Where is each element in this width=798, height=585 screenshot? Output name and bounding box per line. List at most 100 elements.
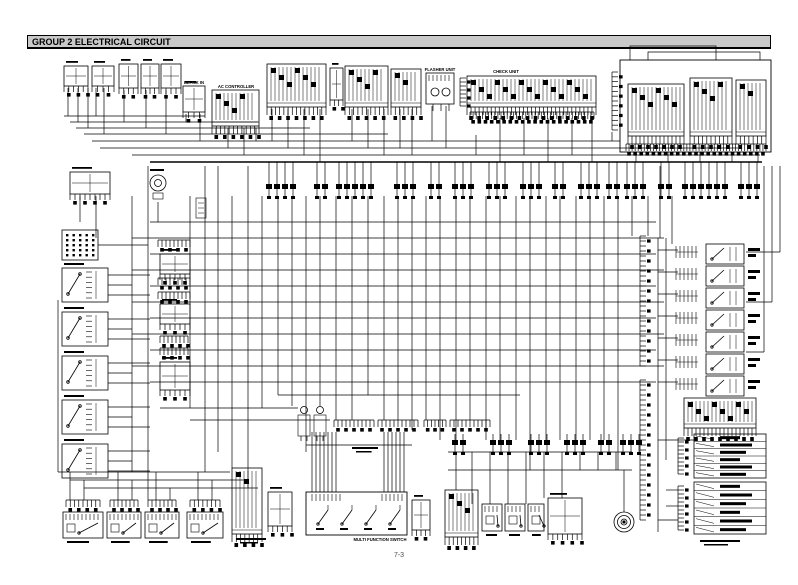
micro-label (560, 184, 566, 189)
micro-label (64, 395, 84, 397)
switch-component (106, 511, 142, 543)
wire (538, 514, 545, 527)
micro-label (503, 87, 508, 92)
relay-component (675, 243, 760, 265)
enclosure-box (619, 59, 772, 153)
micro-label (502, 120, 506, 124)
micro-label (112, 508, 116, 512)
micro-label (748, 276, 756, 279)
micro-label (251, 543, 256, 547)
micro-label (520, 184, 526, 189)
micro-label (582, 120, 587, 124)
connector-block (211, 89, 260, 127)
wire (711, 313, 725, 326)
micro-label (352, 184, 358, 189)
wire-stub-labels (520, 162, 542, 199)
micro-label (748, 342, 756, 345)
micro-label (85, 254, 88, 257)
switch-component (144, 511, 180, 543)
micro-label (501, 116, 506, 120)
micro-label (647, 453, 651, 457)
micro-label (748, 298, 756, 301)
micro-label (282, 184, 288, 189)
switch-outline (144, 511, 180, 539)
micro-label (486, 534, 497, 536)
micro-label (336, 184, 342, 189)
micro-label (748, 320, 756, 323)
micro-label (662, 145, 666, 149)
pin-strip (459, 77, 471, 108)
micro-label (449, 494, 454, 499)
relay-outline (705, 287, 745, 309)
micro-label (452, 428, 456, 432)
micro-label (66, 249, 69, 252)
relay-component (675, 375, 760, 397)
micro-label (755, 145, 760, 149)
micro-label (402, 184, 408, 189)
micro-label (619, 94, 623, 98)
micro-label (79, 244, 82, 247)
switch-inner (485, 515, 495, 525)
micro-label (291, 196, 295, 199)
pin-strip (677, 437, 689, 476)
micro-label (460, 440, 466, 445)
micro-label (490, 440, 496, 445)
micro-label (624, 184, 630, 189)
micro-label (85, 234, 88, 237)
micro-label (257, 135, 261, 139)
micro-label (647, 463, 651, 467)
relay-outline (61, 399, 109, 435)
micro-label (638, 145, 642, 149)
pin-strip (611, 71, 623, 131)
micro-label (332, 63, 339, 65)
micro-label (639, 152, 644, 156)
micro-label (659, 196, 663, 199)
micro-label (647, 349, 651, 353)
micro-label (191, 541, 211, 543)
micro-label (619, 104, 623, 108)
micro-label (369, 196, 373, 199)
wire-stub-labels (598, 434, 612, 455)
speaker-component (613, 511, 635, 533)
circle-glyph (617, 515, 631, 529)
micro-label (565, 116, 570, 120)
component-label: AC CONTROLLER (218, 84, 254, 89)
component-block (118, 59, 139, 99)
micro-label (92, 254, 95, 257)
micro-label (347, 116, 352, 120)
wire (365, 509, 377, 525)
micro-label (103, 201, 107, 205)
micro-label (468, 184, 474, 189)
micro-label (564, 440, 570, 445)
micro-label (647, 433, 651, 437)
micro-label (164, 95, 168, 99)
micro-label (152, 95, 157, 99)
relay-component (61, 307, 150, 347)
micro-label (690, 184, 696, 189)
micro-label (403, 80, 408, 85)
micro-label (620, 440, 626, 445)
wire (711, 379, 725, 392)
micro-label (647, 493, 651, 497)
wire (695, 501, 715, 507)
micro-label (647, 239, 651, 243)
component-label: BLANK IN (184, 80, 204, 85)
horn-base (152, 192, 164, 200)
micro-label (715, 196, 719, 199)
micro-label (720, 458, 740, 462)
micro-label (595, 196, 599, 199)
micro-label (628, 440, 634, 445)
micro-label (720, 510, 740, 514)
micro-label (647, 413, 651, 417)
micro-label (360, 428, 364, 432)
micro-label (158, 508, 162, 512)
micro-label (647, 259, 651, 263)
pin-strip (639, 235, 651, 367)
micro-label (452, 440, 458, 445)
micro-label (746, 184, 752, 189)
micro-label (131, 95, 136, 99)
micro-label (314, 184, 320, 189)
micro-label (730, 152, 735, 156)
micro-label (750, 437, 754, 441)
